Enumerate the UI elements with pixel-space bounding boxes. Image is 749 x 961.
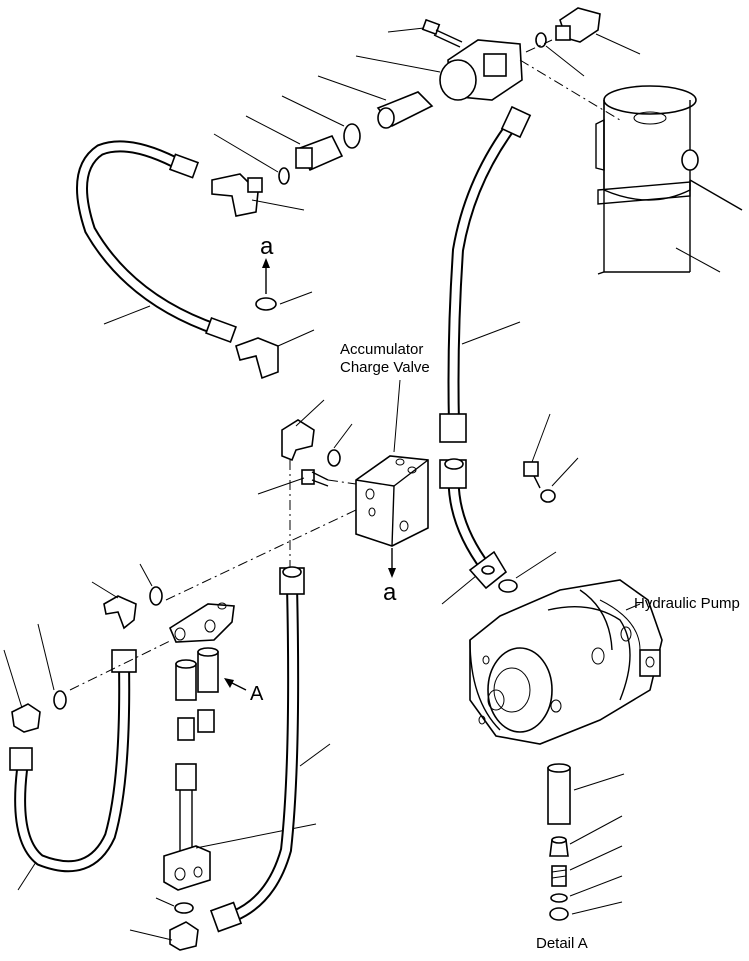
- hose-top-left: [76, 140, 279, 380]
- detail-a-parts: [547, 763, 625, 921]
- accumulator-label-line1: Accumulator: [340, 341, 423, 358]
- accumulator-label-line2: Charge Valve: [340, 359, 430, 376]
- lower-left-assembly: [3, 509, 357, 951]
- leader-lines-top: [103, 27, 641, 347]
- reservoir-tank: [595, 85, 743, 275]
- accumulator-charge-valve: [257, 379, 429, 580]
- detail-a-label: Detail A: [536, 935, 588, 952]
- top-fitting-assembly: [211, 7, 621, 217]
- hydraulic-pump: [469, 579, 663, 745]
- ref-A-label: A: [250, 683, 264, 705]
- ref-a-bottom: a: [383, 579, 397, 606]
- hose-top-right: [439, 105, 532, 443]
- hose-center-long: [209, 566, 331, 933]
- hydraulic-pump-label: Hydraulic Pump: [634, 595, 740, 612]
- pump-inlet-tube: [439, 413, 579, 605]
- ref-a-top: a: [260, 233, 274, 260]
